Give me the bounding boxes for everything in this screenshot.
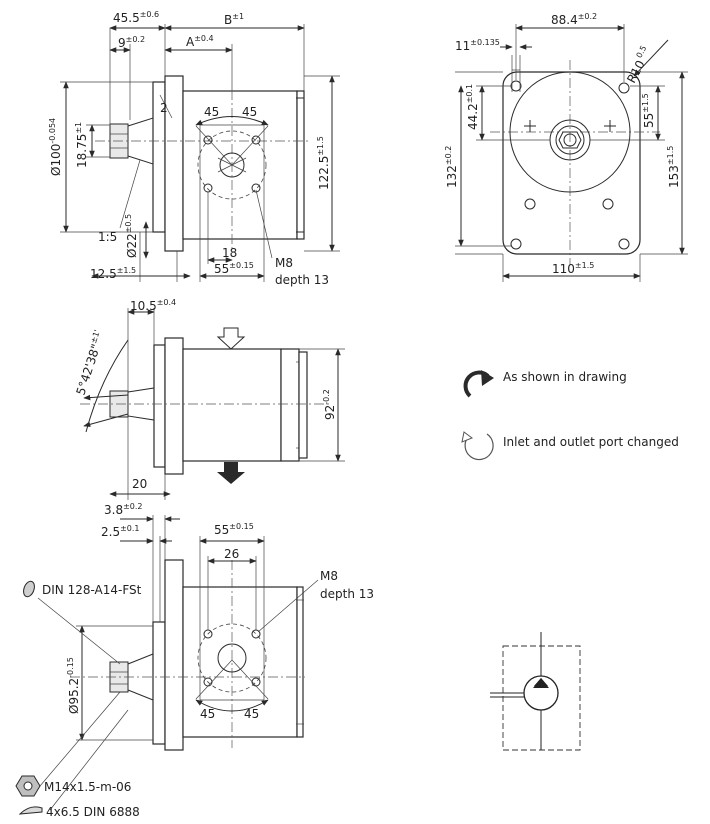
cw-rotation-label: As shown in drawing <box>503 370 627 384</box>
dim-taper: 1:5 <box>98 230 117 244</box>
bottom-angle-2: 45 <box>244 707 259 721</box>
dim-dia100: Ø100-0.054 <box>48 118 63 176</box>
dim-11: 11±0.135 <box>455 38 500 53</box>
dim-dia22: Ø22±0.5 <box>124 214 139 258</box>
woodruff-key-icon <box>18 806 43 815</box>
dim-55-front: 55±1.5 <box>641 93 656 128</box>
key-label: 4x6.5 DIN 6888 <box>46 805 140 819</box>
dim-3-8: 3.8±0.2 <box>104 502 143 517</box>
dim-132: 132±0.2 <box>444 146 459 188</box>
dim-angle-2: 45 <box>242 105 257 119</box>
dim-55: 55±0.15 <box>214 261 254 276</box>
parts-legend: DIN 128-A14-FSt M14x1.5-m-06 4x6.5 DIN 6… <box>15 580 142 819</box>
ccw-rotation-label: Inlet and outlet port changed <box>503 435 679 449</box>
dim-10-5: 10.5±0.4 <box>130 298 176 313</box>
clockwise-rotation-icon <box>463 370 494 398</box>
dim-92: 92-0.2 <box>322 389 337 420</box>
dim-55-bottom: 55±0.15 <box>214 522 254 537</box>
dim-dia95: Ø95.2-0.15 <box>66 657 81 714</box>
nut-label: M14x1.5-m-06 <box>44 780 131 794</box>
bottom-depth-label: depth 13 <box>320 587 374 601</box>
depth-label: depth 13 <box>275 273 329 287</box>
top-view: 45.5±0.6 B±1 9±0.2 A±0.4 2 45 45 Ø100-0.… <box>48 10 340 287</box>
dim-12-5: 12.5±1.5 <box>90 266 136 281</box>
dim-44-2: 44.2±0.1 <box>465 84 480 130</box>
dim-angle-1: 45 <box>204 105 219 119</box>
dim-R10: R100.5 <box>623 44 655 85</box>
dim-20: 20 <box>132 477 147 491</box>
spring-washer-icon <box>23 580 35 598</box>
washer-label: DIN 128-A14-FSt <box>42 583 142 597</box>
dim-A: A±0.4 <box>186 34 214 49</box>
dim-110: 110±1.5 <box>552 261 594 276</box>
dim-45-5: 45.5±0.6 <box>113 10 159 25</box>
dim-2-5: 2.5±0.1 <box>101 524 140 539</box>
side-view: 10.5±0.4 5°42'38"±1' 92-0.2 20 <box>74 298 345 500</box>
dim-26: 26 <box>224 547 239 561</box>
counterclockwise-rotation-icon <box>461 431 494 461</box>
dim-88-4: 88.4±0.2 <box>551 12 597 27</box>
thread-label: M8 <box>275 256 293 270</box>
dim-122-5: 122.5±1.5 <box>316 136 331 190</box>
bottom-view: 3.8±0.2 2.5±0.1 55±0.15 26 M8 depth 13 Ø… <box>37 502 374 811</box>
rotation-legend: As shown in drawing Inlet and outlet por… <box>461 370 679 461</box>
dim-2: 2 <box>160 101 168 115</box>
dim-B: B±1 <box>224 12 244 27</box>
dim-9: 9±0.2 <box>118 35 145 50</box>
dim-153: 153±1.5 <box>666 146 681 188</box>
dim-18: 18 <box>222 246 237 260</box>
dim-18-75: 18.75±1 <box>74 122 89 168</box>
front-view: 88.4±0.2 11±0.135 R100.5 44.2±0.1 55±1.5… <box>444 12 688 282</box>
pump-hydraulic-symbol <box>490 632 581 751</box>
hex-nut-icon <box>15 775 41 797</box>
bottom-thread-label: M8 <box>320 569 338 583</box>
bottom-angle-1: 45 <box>200 707 215 721</box>
